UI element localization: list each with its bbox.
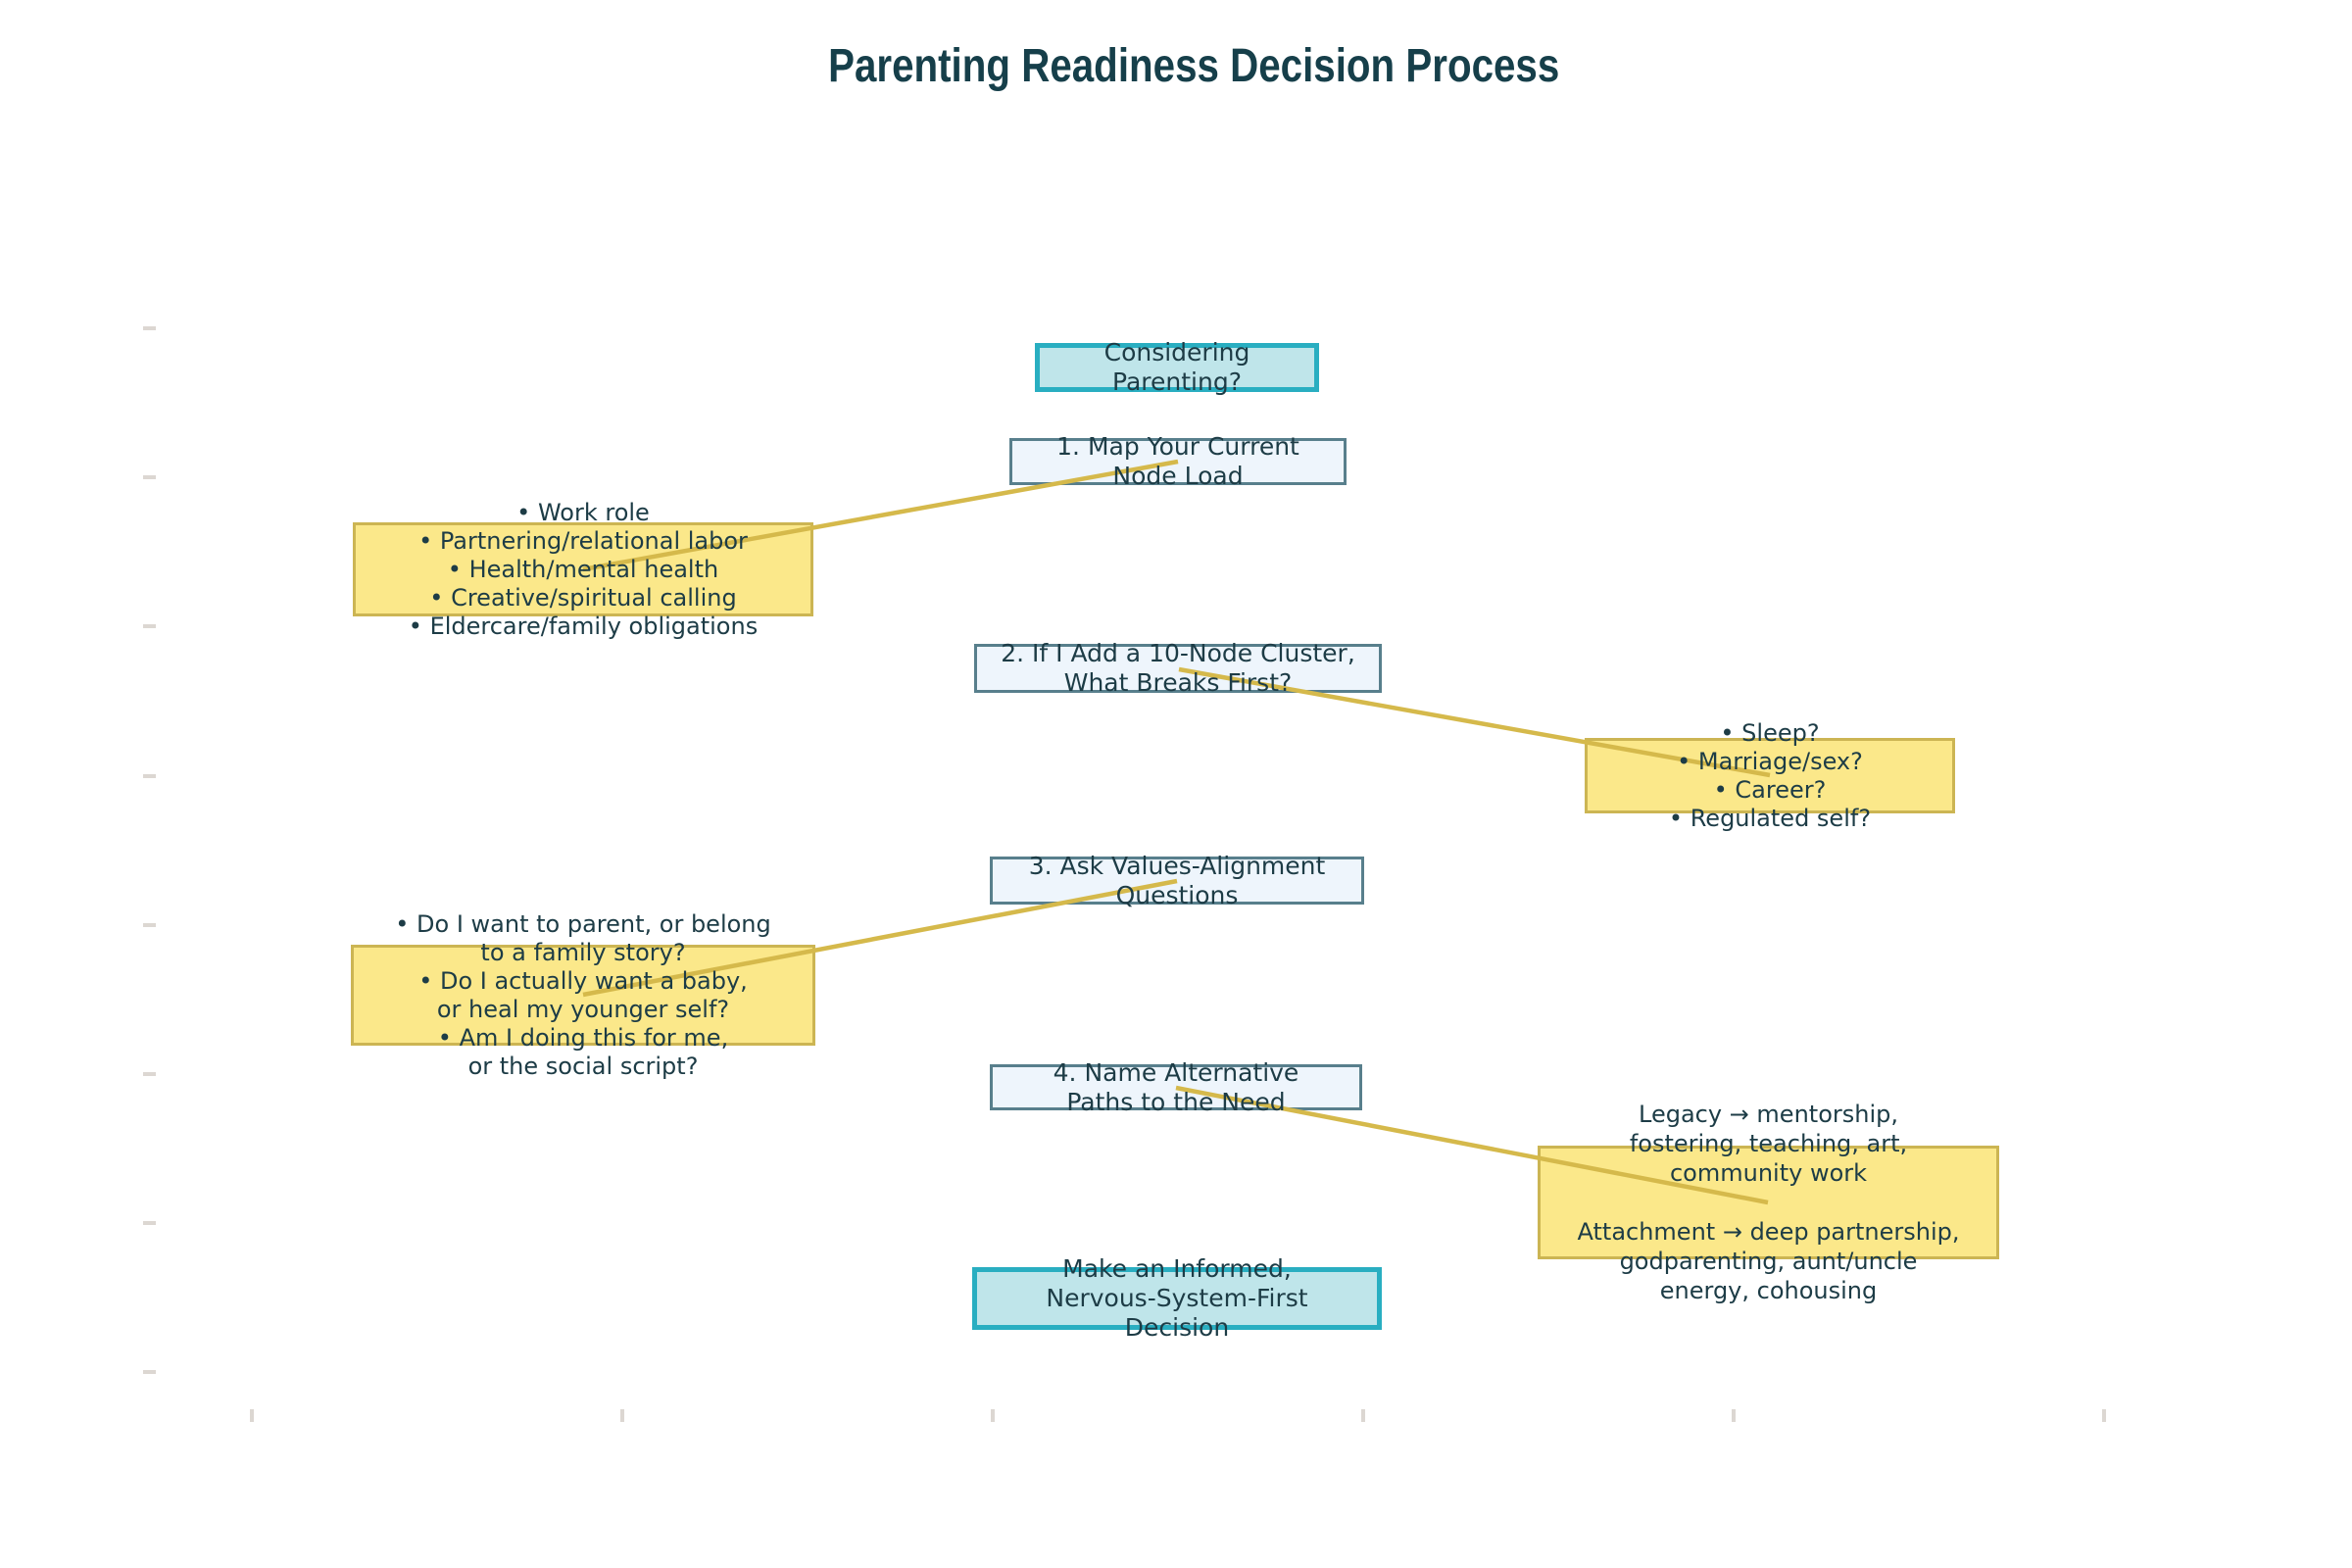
y-axis-tick: [143, 774, 156, 778]
note1-text: • Work role • Partnering/relational labo…: [408, 498, 759, 640]
x-axis-tick: [250, 1409, 254, 1422]
y-axis-tick: [143, 624, 156, 628]
step3-node-label: 3. Ask Values-Alignment Questions: [1028, 851, 1326, 909]
step1-node-label: 1. Map Your Current Node Load: [1056, 432, 1299, 490]
page-title: Parenting Readiness Decision Process: [0, 39, 2352, 93]
step2-node-label: 2. If I Add a 10-Node Cluster, What Brea…: [1001, 639, 1355, 697]
note3-text: • Do I want to parent, or belong to a fa…: [395, 909, 771, 1080]
y-axis-tick: [143, 1221, 156, 1225]
x-axis-tick: [1361, 1409, 1365, 1422]
x-axis-tick: [620, 1409, 624, 1422]
start-node-box: [1035, 343, 1319, 392]
x-axis-tick: [991, 1409, 995, 1422]
note4-text: Legacy → mentorship, fostering, teaching…: [1577, 1101, 1960, 1304]
start-node-label: Considering Parenting?: [1103, 338, 1250, 396]
end-node-box: [972, 1267, 1382, 1330]
y-axis-tick: [143, 1370, 156, 1374]
x-axis-tick: [2102, 1409, 2106, 1422]
y-axis-tick: [143, 475, 156, 479]
step4-node-label: 4. Name Alternative Paths to the Need: [1053, 1057, 1299, 1116]
note2-text: • Sleep? • Marriage/sex? • Career? • Reg…: [1668, 718, 1872, 832]
x-axis-tick: [1732, 1409, 1736, 1422]
y-axis-tick: [143, 923, 156, 927]
y-axis-tick: [143, 1072, 156, 1076]
page-title-text: Parenting Readiness Decision Process: [827, 40, 1560, 92]
end-node-label: Make an Informed, Nervous-System-First D…: [1046, 1254, 1308, 1342]
y-axis-tick: [143, 326, 156, 330]
